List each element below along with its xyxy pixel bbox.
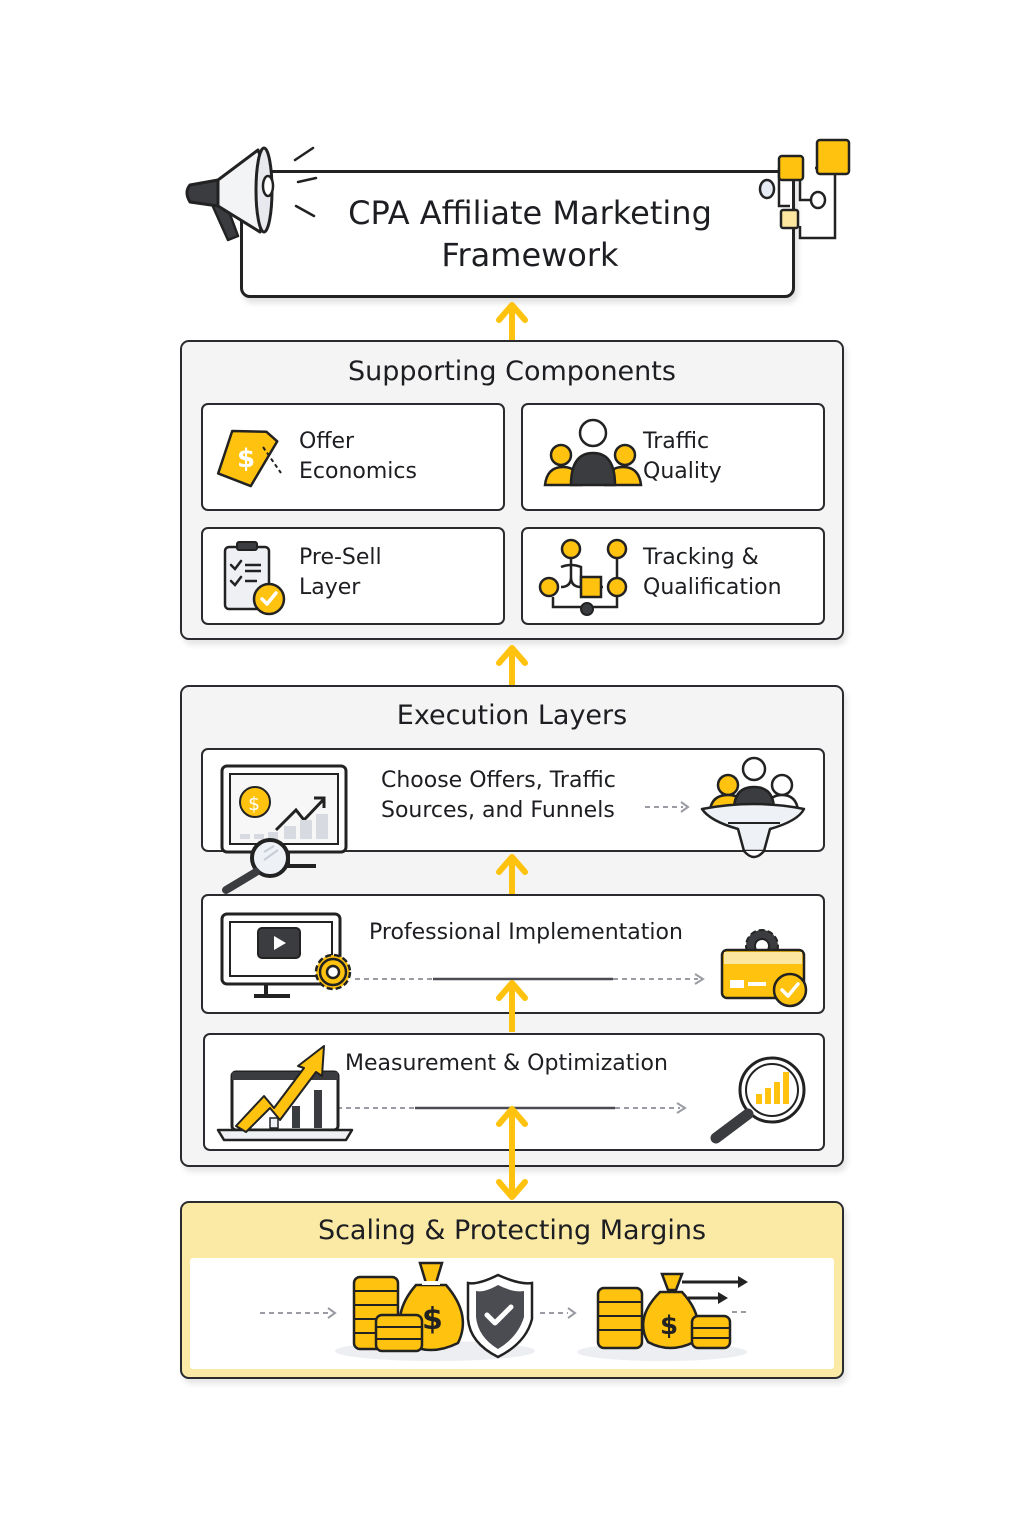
svg-text:$: $	[422, 1302, 443, 1337]
svg-text:$: $	[248, 793, 260, 815]
dashed-arrow-icon	[540, 1307, 577, 1319]
title-line-2: Framework	[441, 236, 619, 274]
dashed-arrow-icon	[355, 973, 705, 985]
checklist-clipboard-icon	[223, 541, 286, 616]
page-title: CPA Affiliate Marketing Framework	[300, 192, 760, 276]
dashed-arrow-icon	[645, 801, 690, 813]
execution-row-label: Measurement & Optimization	[345, 1051, 668, 1076]
component-label: Pre-Sell Layer	[299, 545, 382, 600]
megaphone-icon	[185, 146, 318, 242]
component-label: Offer Economics	[299, 429, 417, 484]
monitor-analytics-search-icon: $	[220, 764, 348, 894]
dashed-arrow-icon	[260, 1307, 337, 1319]
arrow-up-icon	[496, 980, 528, 1032]
audience-funnel-icon	[700, 756, 806, 859]
audience-group-icon	[543, 418, 643, 487]
component-card-pre-sell-layer[interactable]: Pre-Sell Layer	[201, 527, 505, 625]
supporting-components-panel: Supporting Components $ Offer Economics …	[180, 340, 844, 640]
component-card-tracking-qualification[interactable]: Tracking & Qualification	[521, 527, 825, 625]
tracking-flow-icon	[538, 538, 628, 616]
scaling-margins-title: Scaling & Protecting Margins	[317, 1215, 707, 1246]
magnifier-bar-chart-icon	[710, 1056, 806, 1144]
bidirectional-arrow-icon	[496, 1106, 528, 1200]
payment-card-check-icon	[720, 929, 808, 1008]
coins-moneybag-arrows-icon: $	[577, 1272, 750, 1361]
coins-moneybag-shield-icon: $	[335, 1261, 535, 1361]
execution-row-label: Choose Offers, Traffic Sources, and Funn…	[381, 768, 616, 823]
arrow-up-icon	[496, 302, 528, 340]
title-box	[240, 170, 795, 298]
execution-layers-title: Execution Layers	[396, 700, 628, 731]
network-nodes-icon	[758, 138, 851, 240]
execution-row-label: Professional Implementation	[369, 920, 683, 945]
supporting-components-title: Supporting Components	[348, 356, 676, 387]
laptop-growth-arrow-icon	[216, 1045, 354, 1142]
title-line-1: CPA Affiliate Marketing	[348, 194, 712, 232]
arrow-up-icon	[496, 645, 528, 685]
arrow-up-icon	[496, 854, 528, 894]
monitor-video-gear-icon	[220, 912, 352, 998]
component-card-offer-economics[interactable]: $ Offer Economics	[201, 403, 505, 511]
svg-text:$: $	[660, 1311, 678, 1341]
component-label: Traffic Quality	[643, 429, 722, 484]
component-label: Tracking & Qualification	[643, 545, 782, 600]
price-tag-dollar-icon: $	[216, 429, 282, 488]
component-card-traffic-quality[interactable]: Traffic Quality	[521, 403, 825, 511]
svg-text:$: $	[237, 444, 255, 474]
